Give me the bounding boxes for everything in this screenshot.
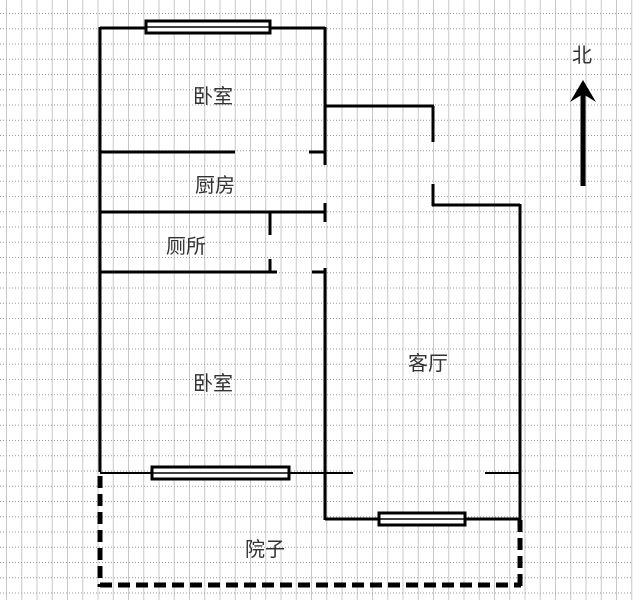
room-label-kitchen: 厨房 [195,173,235,197]
north-label: 北 [572,43,592,67]
room-label-bedroom-south: 卧室 [193,371,233,395]
yard-boundary [97,476,523,588]
windows [144,19,467,527]
room-label-yard: 院子 [245,537,285,561]
window-south-bedroom [150,465,291,481]
room-label-toilet: 厕所 [166,234,206,258]
walls [98,26,522,521]
room-label-living-room: 客厅 [408,351,448,375]
window-north-bedroom [144,19,272,35]
room-label-bedroom-north: 卧室 [193,84,233,108]
window-living-room [377,511,467,527]
north-arrow-icon [570,80,596,186]
